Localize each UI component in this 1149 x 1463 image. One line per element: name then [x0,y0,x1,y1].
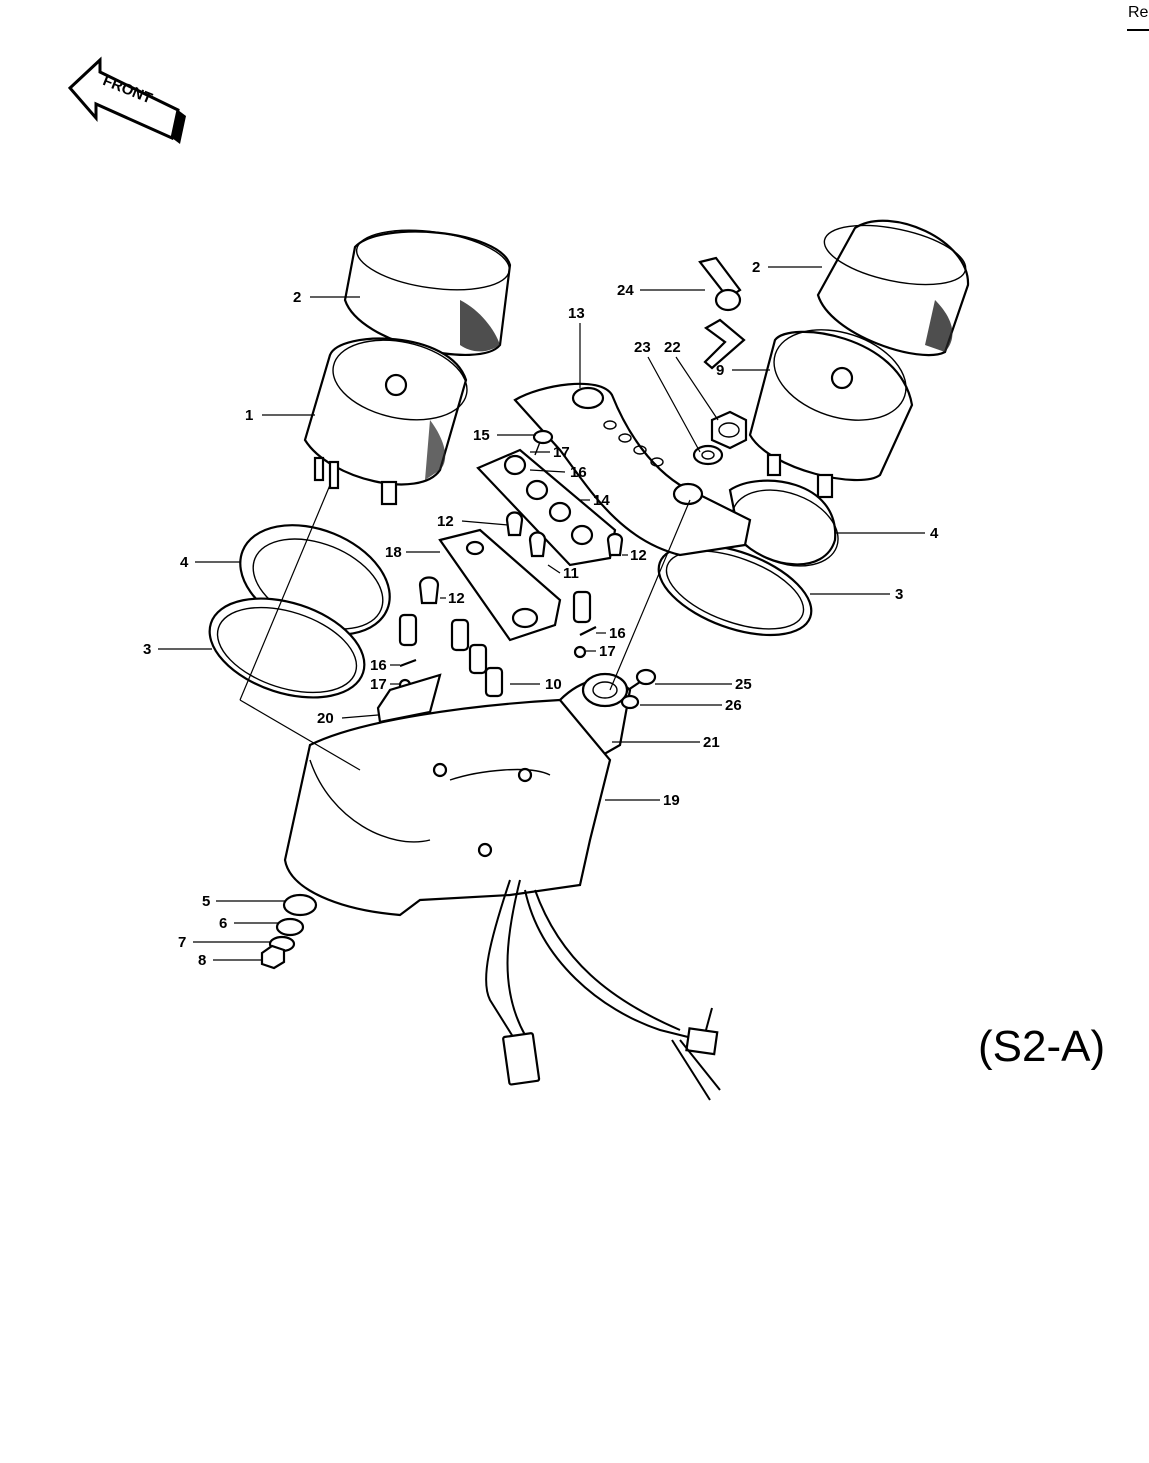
meter-housing [283,698,612,917]
callout-16-left: 16 [370,657,387,674]
callout-5: 5 [202,893,210,910]
callout-10: 10 [545,676,562,693]
callout-17-top: 17 [553,444,570,461]
washer-17b [573,645,587,659]
callout-7: 7 [178,934,186,951]
callout-15: 15 [473,427,490,444]
callout-24: 24 [617,282,634,299]
callout-16-top: 16 [570,464,587,481]
callout-11: 11 [563,565,579,582]
bulb-12b [606,532,624,557]
washer-23 [692,444,724,466]
callout-12-a: 12 [437,513,454,530]
screw-15 [532,429,554,456]
right-meter-ring-4 [728,479,839,567]
callout-4-left: 4 [180,554,189,571]
wiring-harness [485,879,721,1101]
callout-22: 22 [664,339,681,356]
header-ref-text: Re [1128,4,1149,21]
callout-12-b: 12 [630,547,647,564]
left-meter-ring-3 [208,597,366,699]
callout-18: 18 [385,544,402,561]
callout-8: 8 [198,952,206,969]
ignition-key [698,256,746,370]
diagram-code-label: (S2-A) [978,1022,1106,1071]
indicator-panel [513,382,752,557]
callout-4-right: 4 [930,525,939,542]
leader-lines [158,266,925,961]
bulb-12a [505,511,524,537]
callout-1: 1 [245,407,253,424]
callout-6: 6 [219,915,227,932]
bulb-sockets [398,590,592,698]
bulb-12c [418,576,440,605]
callout-2-right: 2 [752,259,760,276]
callout-17-right: 17 [599,643,616,660]
nut-8 [260,944,286,970]
callout-20: 20 [317,710,334,727]
lock-nut-22 [710,410,748,450]
callout-3-right: 3 [895,586,903,603]
screw-16b [579,626,597,636]
callout-26: 26 [725,697,742,714]
callout-19: 19 [663,792,680,809]
bulb-11 [528,531,547,558]
callout-14: 14 [593,492,610,509]
callout-3-left: 3 [143,641,151,658]
washer-26 [620,694,640,710]
left-meter-speedometer [303,337,468,506]
washer-6 [275,917,305,937]
callout-17-left: 17 [370,676,387,693]
callout-12-c: 12 [448,590,465,607]
bracket-20 [376,673,442,724]
callout-25: 25 [735,676,752,693]
callout-21: 21 [703,734,720,751]
callout-2-left: 2 [293,289,301,306]
grommet-5 [282,893,318,917]
front-arrow-icon: FRONT [67,56,186,144]
right-meter-ring-3 [657,543,813,637]
screw-16a [399,658,417,668]
callout-23: 23 [634,339,651,356]
callout-16-right: 16 [609,625,626,642]
callout-13: 13 [568,305,585,322]
screw-25 [627,668,657,691]
callout-9: 9 [716,362,724,379]
left-meter-cover [343,229,512,357]
right-meter-tachometer [748,329,914,499]
callout-labels: 2 1 4 3 2 24 13 23 22 9 4 3 15 17 16 14 … [143,259,939,969]
header-rule [1127,29,1149,31]
socket-bracket [438,528,562,642]
right-meter-cover [816,219,970,357]
